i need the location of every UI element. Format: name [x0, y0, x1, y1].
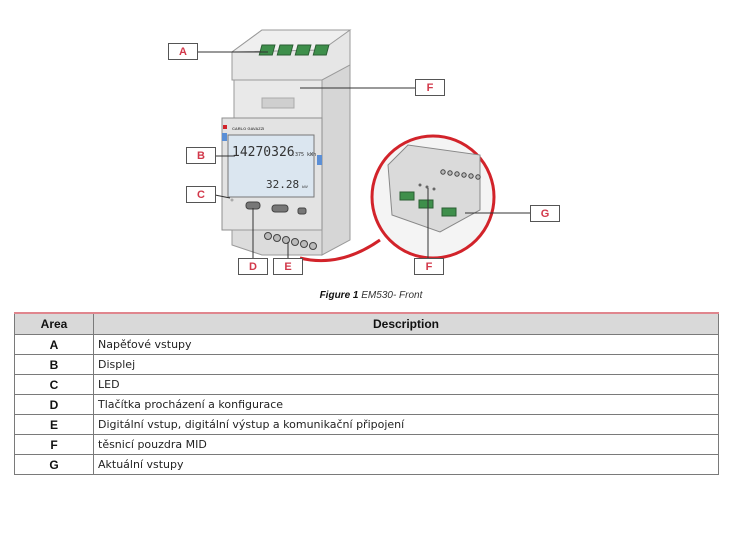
callout-d: D [238, 258, 268, 275]
table-header-row: Area Description [14, 313, 719, 335]
voltage-terminals [258, 44, 330, 56]
table-row: F těsnicí pouzdra MID [14, 434, 719, 455]
table-row: G Aktuální vstupy [14, 454, 719, 475]
brand-label: CARLO GAVAZZI [232, 126, 264, 131]
row-area: B [14, 354, 94, 375]
table-row: E Digitální vstup, digitální výstup a ko… [14, 414, 719, 435]
bottom-detail [387, 144, 481, 233]
table-row: A Napěťové vstupy [14, 334, 719, 355]
table-row: D Tlačítka procházení a konfigurace [14, 394, 719, 415]
area-description-table: Area Description A Napěťové vstupy B Dis… [14, 312, 719, 475]
em530-front-figure: CARLO GAVAZZI 14270326 .375 kWh 32.28 kW [168, 29, 560, 275]
row-description: těsnicí pouzdra MID [93, 434, 719, 455]
zoom-connector [299, 238, 381, 263]
row-description: Digitální vstup, digitální výstup a komu… [93, 414, 719, 435]
row-area: C [14, 374, 94, 395]
row-description: Aktuální vstupy [93, 454, 719, 475]
nav-button-right [297, 207, 307, 215]
callout-f-top: F [415, 79, 445, 96]
row-area: D [14, 394, 94, 415]
lcd-main-small: .375 kWh [292, 152, 316, 158]
current-terminal-2 [418, 199, 434, 209]
header-area: Area [14, 313, 94, 335]
meter-illustration: CARLO GAVAZZI 14270326 .375 kWh 32.28 kW [197, 29, 530, 263]
area-description-table-wrap: Area Description A Napěťové vstupy B Dis… [14, 312, 719, 475]
lcd-display [227, 134, 315, 198]
row-description: Displej [93, 354, 719, 375]
nav-button-middle [271, 204, 289, 213]
callout-e: E [273, 258, 303, 275]
row-description: Napěťové vstupy [93, 334, 719, 355]
callout-g: G [530, 205, 560, 222]
table-row: C LED [14, 374, 719, 395]
callout-b: B [186, 147, 216, 164]
lcd-sub-unit: kW [302, 184, 308, 189]
row-area: F [14, 434, 94, 455]
current-terminal-3 [441, 207, 457, 217]
header-description: Description [93, 313, 719, 335]
row-description: LED [93, 374, 719, 395]
current-terminal-1 [399, 191, 415, 201]
figure-caption: Figure 1 EM530- Front [0, 290, 742, 301]
lcd-main-reading: 14270326 [232, 145, 295, 160]
figure-caption-text: EM530- Front [361, 290, 423, 301]
led-indicator [230, 198, 234, 202]
meter-body: CARLO GAVAZZI 14270326 .375 kWh 32.28 kW [221, 29, 352, 256]
figure-caption-label: Figure 1 [319, 290, 359, 301]
lcd-sub-reading: 32.28 [266, 178, 299, 191]
row-area: E [14, 414, 94, 435]
row-area: A [14, 334, 94, 355]
callout-f-bottom: F [414, 258, 444, 275]
table-row: B Displej [14, 354, 719, 375]
callout-a: A [168, 43, 198, 60]
nav-button-left [245, 201, 261, 210]
callout-c: C [186, 186, 216, 203]
row-description: Tlačítka procházení a konfigurace [93, 394, 719, 415]
io-terminals [264, 232, 317, 250]
row-area: G [14, 454, 94, 475]
leader-lines [197, 51, 530, 258]
